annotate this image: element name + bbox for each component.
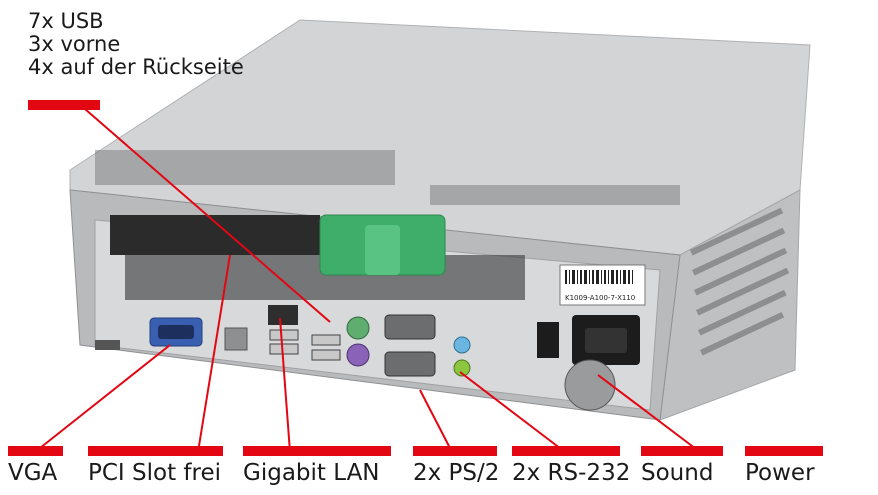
label-lan: Gigabit LAN [243, 460, 380, 486]
pci-slot [110, 215, 320, 255]
label-pci: PCI Slot frei [88, 460, 222, 486]
dvi-cover [224, 327, 248, 351]
barcode [565, 270, 633, 284]
label-sound: Sound [641, 460, 714, 486]
usb-note-line1: 7x USB [28, 9, 104, 33]
bar-vga [8, 446, 63, 456]
label-ps2: 2x PS/2 [413, 460, 500, 486]
bar-lan [243, 446, 391, 456]
bar-ps2 [413, 446, 497, 456]
bar-sound [641, 446, 723, 456]
bar-usb [28, 100, 100, 110]
label-rs232: 2x RS-232 [512, 460, 631, 486]
usb-note-line3: 4x auf der Rückseite [28, 55, 244, 79]
usb-port-2 [269, 343, 299, 355]
usb-port-1 [269, 329, 299, 341]
usb-note-line2: 3x vorne [28, 32, 121, 56]
case-foot-left [95, 340, 120, 350]
usb-port-4 [311, 349, 341, 361]
rs232-port-1 [384, 314, 436, 340]
side-vents [689, 207, 790, 356]
audio-line-in [453, 336, 471, 354]
usb-note: 7x USB 3x vorne 4x auf der Rückseite [28, 10, 244, 79]
label-power: Power [745, 460, 815, 486]
bar-pci [88, 446, 223, 456]
label-vga: VGA [8, 460, 58, 486]
bar-rs232 [512, 446, 620, 456]
lan-port [268, 305, 298, 325]
ps2-mouse-port [346, 316, 370, 340]
fan-grill [564, 359, 616, 411]
green-clip-knob [365, 225, 400, 275]
bar-power [745, 446, 823, 456]
usb-port-3 [311, 334, 341, 346]
power-switch [537, 322, 559, 358]
sticker-text: K1009-A100-7-X110 [565, 294, 635, 302]
audio-line-out [453, 359, 471, 377]
ps2-keyboard-port [346, 343, 370, 367]
rs232-port-2 [384, 351, 436, 377]
